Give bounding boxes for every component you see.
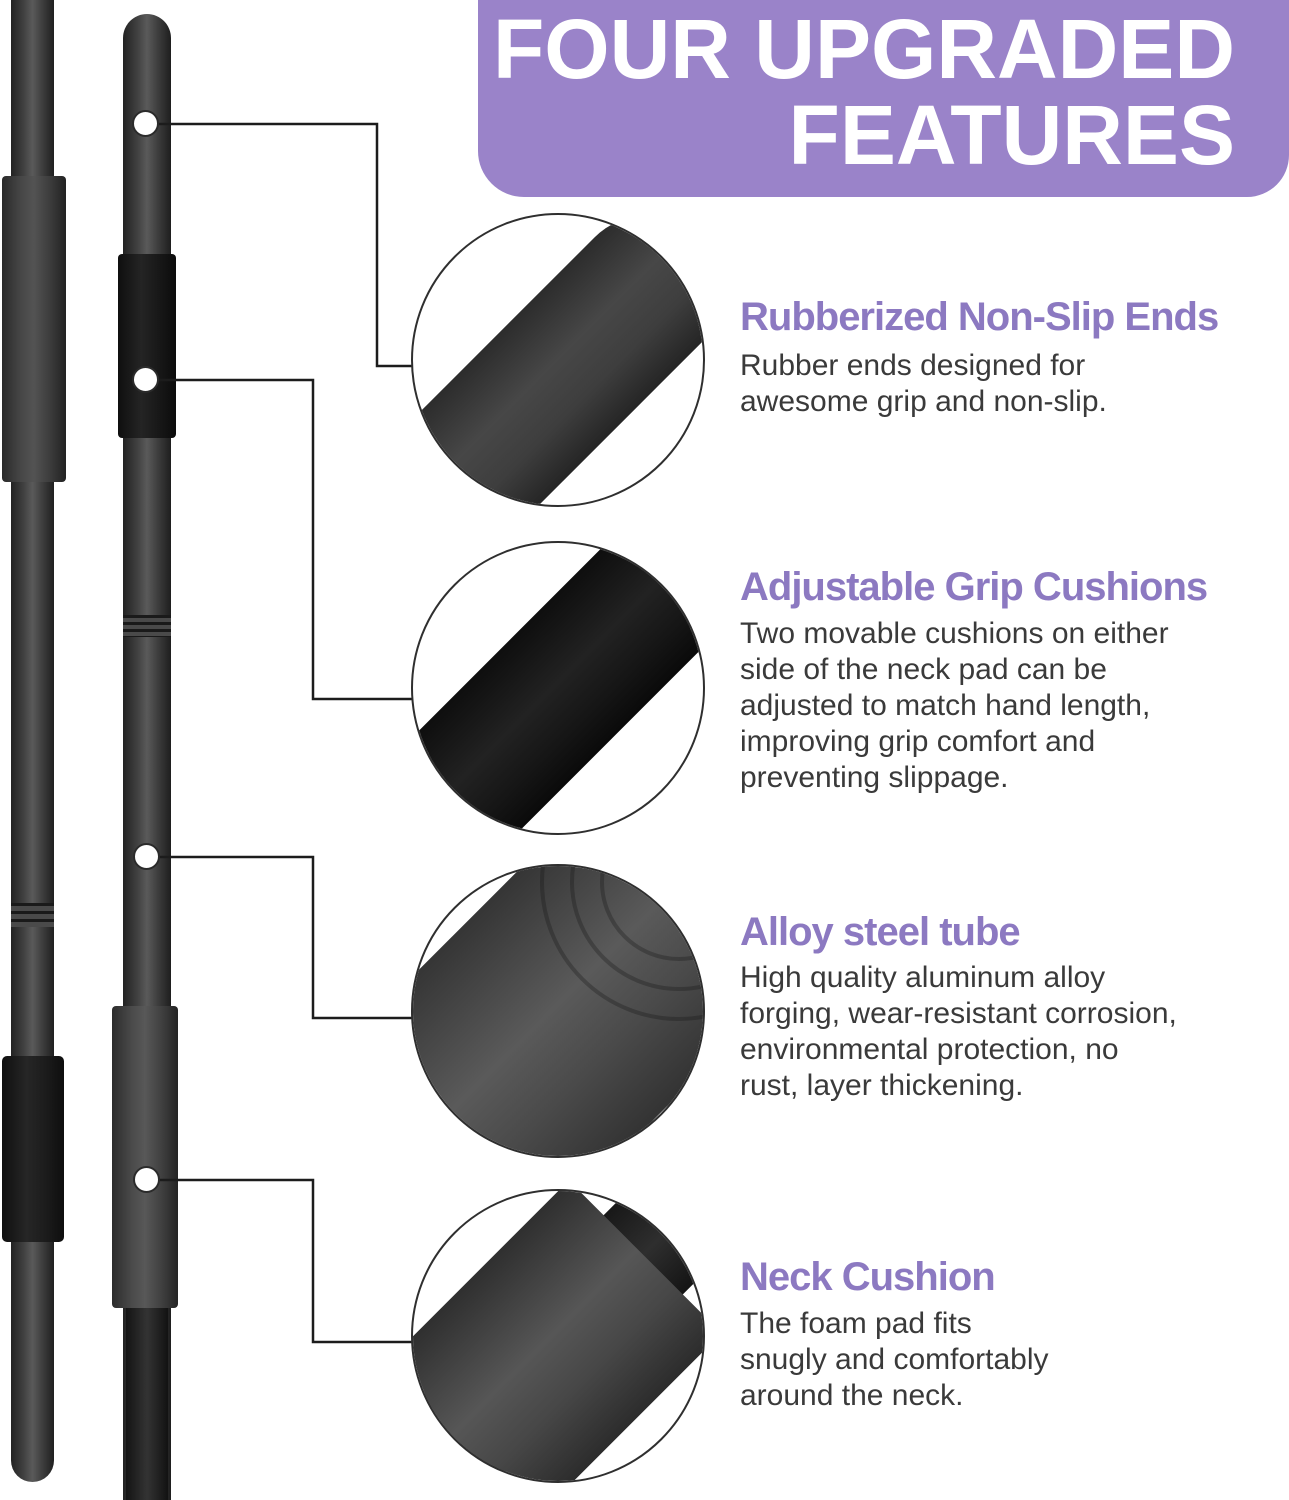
pole-left-foam-grip [2,1056,64,1242]
detail-circle-rubber-end [411,213,705,507]
feature-title-rubberized-ends: Rubberized Non-Slip Ends [740,295,1219,339]
pole-right-sleeve [112,1006,178,1308]
detail-circle-grip-cushion [411,541,705,835]
feature-body-rubberized-ends: Rubber ends designed for awesome grip an… [740,349,1107,418]
pole-right-lower-tube [126,1308,168,1500]
feature-body-neck-cushion: The foam pad fits snugly and comfortably… [740,1307,1049,1412]
leader-line-2 [159,378,412,701]
pole-left-ridge-rings [11,903,54,927]
page-title-line1: FOUR UPGRADED [492,2,1235,96]
pole-right-ridge-rings [123,615,171,637]
rubber-end-closeup [413,215,703,505]
feature-title-alloy-steel-tube: Alloy steel tube [740,910,1021,954]
page-title: FOUR UPGRADED FEATURES [493,6,1235,178]
feature-title-neck-cushion: Neck Cushion [740,1255,996,1299]
feature-body-alloy-steel-tube: High quality aluminum alloy forging, wea… [740,961,1177,1102]
feature-title-grip-cushions: Adjustable Grip Cushions [740,565,1208,609]
page-title-line2: FEATURES [788,88,1235,182]
feature-body-grip-cushions: Two movable cushions on either side of t… [740,617,1169,794]
detail-circle-steel-tube [411,864,705,1158]
pole-left-sleeve [2,176,66,482]
pole-right-foam-grip [118,254,176,438]
callout-dot-1 [132,110,159,137]
leader-line-4 [160,1178,414,1344]
leader-line-1 [159,122,413,368]
header-banner: FOUR UPGRADED FEATURES [478,0,1289,197]
detail-circle-neck-cushion [411,1189,705,1483]
callout-dot-4 [133,1166,160,1193]
callout-dot-2 [132,366,159,393]
callout-dot-3 [133,843,160,870]
leader-line-3 [160,855,412,1020]
grip-cushion-closeup [413,543,703,833]
